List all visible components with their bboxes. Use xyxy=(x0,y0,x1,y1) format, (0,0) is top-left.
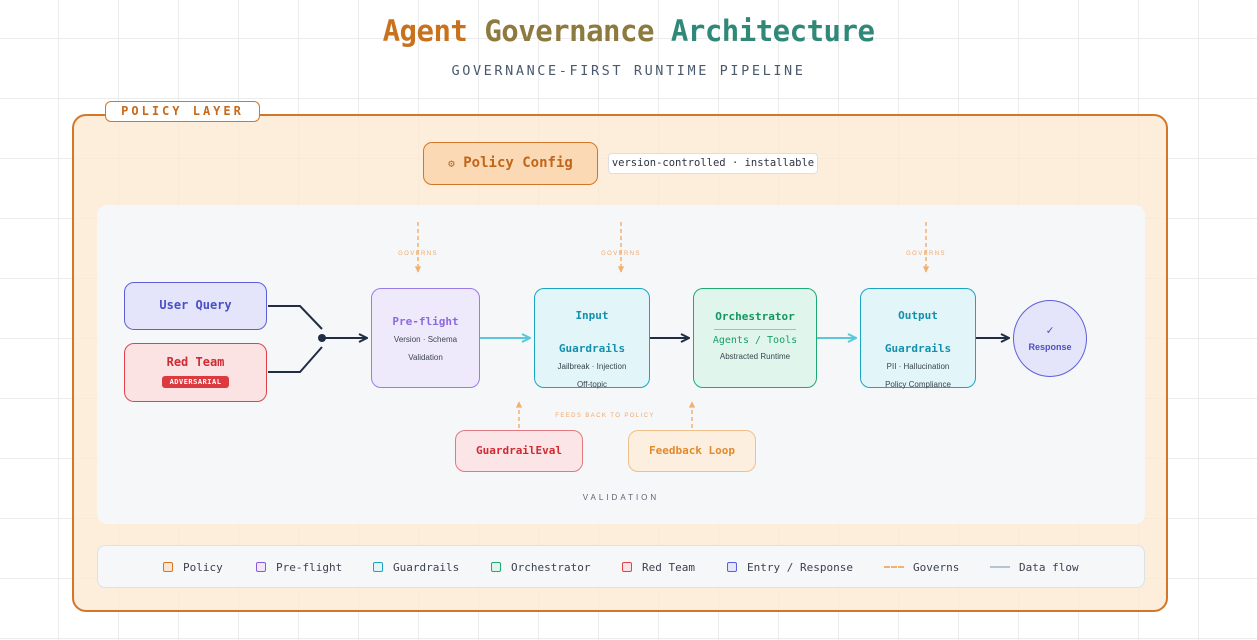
title-word-1: Agent xyxy=(382,14,468,48)
policy-config-note: version-controlled · installable xyxy=(608,153,818,174)
orchestrator-subtitle: Agents / Tools xyxy=(712,335,798,346)
adversarial-badge: ADVERSARIAL xyxy=(161,376,230,388)
orchestrator-node[interactable]: Orchestrator Agents / Tools Abstracted R… xyxy=(693,288,817,388)
output-guardrails-title-1: Output xyxy=(898,309,938,322)
output-guardrails-node[interactable]: Output Guardrails PII · Hallucination Po… xyxy=(860,288,976,389)
orchestrator-title: Orchestrator xyxy=(715,310,795,323)
policy-layer-label: POLICY LAYER xyxy=(105,101,260,122)
preflight-title: Pre-flight xyxy=(392,315,459,328)
orchestrator-divider xyxy=(714,329,796,330)
preflight-node[interactable]: Pre-flight Version · Schema Validation xyxy=(371,288,480,388)
input-guardrails-node[interactable]: Input Guardrails Jailbreak · Injection O… xyxy=(534,288,650,389)
response-title: Response xyxy=(1028,342,1072,352)
legend-label-data-flow: Data flow xyxy=(1019,560,1079,574)
red-team-node[interactable]: Red Team ADVERSARIAL xyxy=(124,343,267,402)
legend-item-guardrails: Guardrails xyxy=(373,559,459,575)
legend-item-governs: Governs xyxy=(884,559,959,575)
policy-config-label: Policy Config xyxy=(463,155,573,171)
gear-icon: ⚙ xyxy=(448,157,455,170)
preflight-detail-1: Version · Schema xyxy=(393,335,458,344)
legend-swatch-preflight xyxy=(256,562,266,572)
red-team-connector xyxy=(268,346,323,373)
input-guardrails-title-2: Guardrails xyxy=(558,342,626,355)
legend-swatch-orchestrator xyxy=(491,562,501,572)
legend-label-entry-response: Entry / Response xyxy=(747,560,853,574)
legend-swatch-guardrails xyxy=(373,562,383,572)
user-query-connector xyxy=(268,305,323,330)
output-guardrails-detail-1: PII · Hallucination xyxy=(886,362,950,371)
legend-label-orchestrator: Orchestrator xyxy=(511,560,591,574)
validation-label: VALIDATION xyxy=(582,493,660,502)
input-guardrails-title-1: Input xyxy=(575,309,609,322)
governs-label-output: GOVERNS xyxy=(906,251,946,257)
legend-label-guardrails: Guardrails xyxy=(393,560,460,574)
check-icon: ✓ xyxy=(1046,323,1054,337)
output-guardrails-title-2: Guardrails xyxy=(884,342,952,355)
policy-config-node[interactable]: ⚙ Policy Config xyxy=(423,142,598,185)
red-team-title: Red Team xyxy=(166,355,225,369)
legend-item-data-flow: Data flow xyxy=(990,559,1079,575)
preflight-detail-2: Validation xyxy=(408,353,443,362)
legend xyxy=(97,545,1145,588)
orchestrator-detail: Abstracted Runtime xyxy=(719,352,791,361)
legend-swatch-governs xyxy=(884,566,904,568)
page-subtitle: GOVERNANCE-FIRST RUNTIME PIPELINE xyxy=(451,63,806,79)
legend-item-red-team: Red Team xyxy=(622,559,695,575)
governs-label-preflight: GOVERNS xyxy=(398,251,438,257)
legend-swatch-red-team xyxy=(622,562,632,572)
guardrail-eval-title: GuardrailEval xyxy=(475,444,563,457)
title-word-2: Governance xyxy=(484,14,654,48)
title-word-3: Architecture xyxy=(670,14,875,48)
legend-swatch-policy xyxy=(163,562,173,572)
governs-label-input: GOVERNS xyxy=(601,251,641,257)
response-node[interactable]: ✓ Response xyxy=(1013,300,1087,377)
page-title: Agent Governance Architecture xyxy=(0,14,1257,48)
user-query-title: User Query xyxy=(159,298,232,312)
legend-item-orchestrator: Orchestrator xyxy=(491,559,590,575)
legend-label-governs: Governs xyxy=(913,560,960,574)
input-guardrails-detail-2: Off-topic xyxy=(576,380,608,389)
output-guardrails-detail-2: Policy Compliance xyxy=(885,380,951,389)
legend-item-entry-response: Entry / Response xyxy=(727,559,853,575)
legend-item-preflight: Pre-flight xyxy=(256,559,342,575)
feedback-loop-title: Feedback Loop xyxy=(648,444,736,457)
legend-label-policy: Policy xyxy=(183,560,223,574)
legend-label-red-team: Red Team xyxy=(642,560,695,574)
feeds-back-label: FEEDS BACK TO POLICY xyxy=(555,413,655,419)
legend-swatch-entry-response xyxy=(727,562,737,572)
legend-item-policy: Policy xyxy=(163,559,223,575)
legend-swatch-data-flow xyxy=(990,566,1010,568)
guardrail-eval-node[interactable]: GuardrailEval xyxy=(455,430,583,472)
feedback-loop-node[interactable]: Feedback Loop xyxy=(628,430,756,472)
legend-label-preflight: Pre-flight xyxy=(276,560,343,574)
user-query-node[interactable]: User Query xyxy=(124,282,267,330)
input-guardrails-detail-1: Jailbreak · Injection xyxy=(557,362,627,371)
